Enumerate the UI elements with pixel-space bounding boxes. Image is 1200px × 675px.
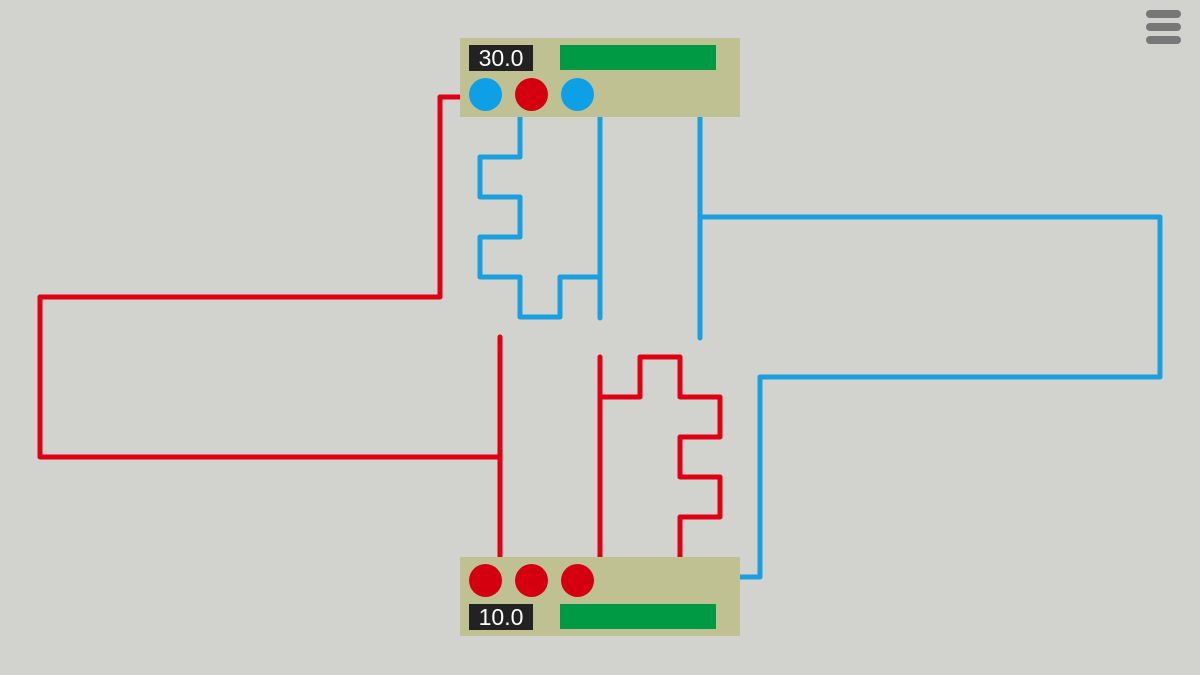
blue-wire-long[interactable] xyxy=(697,214,1163,580)
top-node-value: 30.0 xyxy=(469,45,533,71)
top-node[interactable]: 30.0 xyxy=(460,38,740,117)
bottom-port-3-red[interactable] xyxy=(561,564,594,597)
bottom-port-2-red[interactable] xyxy=(515,564,548,597)
top-port-1-blue[interactable] xyxy=(469,78,502,111)
bottom-node[interactable]: 10.0 xyxy=(460,557,740,636)
blue-wire-1[interactable] xyxy=(477,114,603,320)
bottom-port-1-red[interactable] xyxy=(469,564,502,597)
bottom-node-progress-bar xyxy=(560,604,716,629)
menu-icon[interactable] xyxy=(1146,10,1181,46)
top-port-2-red[interactable] xyxy=(515,78,548,111)
top-port-3-blue[interactable] xyxy=(561,78,594,111)
bottom-node-value: 10.0 xyxy=(469,604,533,630)
red-wire-3[interactable] xyxy=(597,354,723,560)
top-node-progress-bar xyxy=(560,45,716,70)
red-wire-long[interactable] xyxy=(37,94,503,460)
